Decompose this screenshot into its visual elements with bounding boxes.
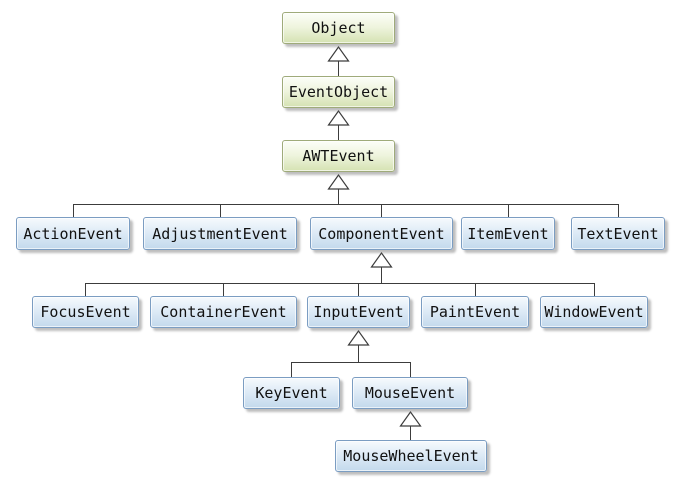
class-box-itemevent: ItemEvent [461, 217, 555, 250]
generalization-arrow-icon [370, 251, 393, 268]
class-box-eventobject: EventObject [282, 76, 395, 108]
class-box-actionevent: ActionEvent [16, 217, 130, 250]
class-box-keyevent: KeyEvent [243, 377, 340, 409]
class-box-adjustmentevent: AdjustmentEvent [143, 217, 297, 250]
class-box-mouseevent: MouseEvent [352, 377, 468, 409]
generalization-arrow-icon [327, 173, 350, 190]
generalization-arrow-icon [327, 109, 350, 126]
generalization-arrow-icon [347, 329, 370, 346]
class-box-containerevent: ContainerEvent [150, 296, 297, 328]
class-box-windowevent: WindowEvent [540, 296, 648, 328]
class-box-textevent: TextEvent [571, 217, 665, 250]
class-box-object: Object [282, 12, 395, 44]
class-box-paintevent: PaintEvent [421, 296, 529, 328]
class-box-awtevent: AWTEvent [282, 140, 395, 172]
class-box-componentevent: ComponentEvent [310, 217, 453, 250]
generalization-arrow-icon [327, 45, 350, 62]
class-box-inputevent: InputEvent [307, 296, 410, 328]
class-box-focusevent: FocusEvent [32, 296, 139, 328]
class-box-mousewheelevent: MouseWheelEvent [335, 440, 487, 472]
generalization-arrow-icon [399, 410, 422, 427]
